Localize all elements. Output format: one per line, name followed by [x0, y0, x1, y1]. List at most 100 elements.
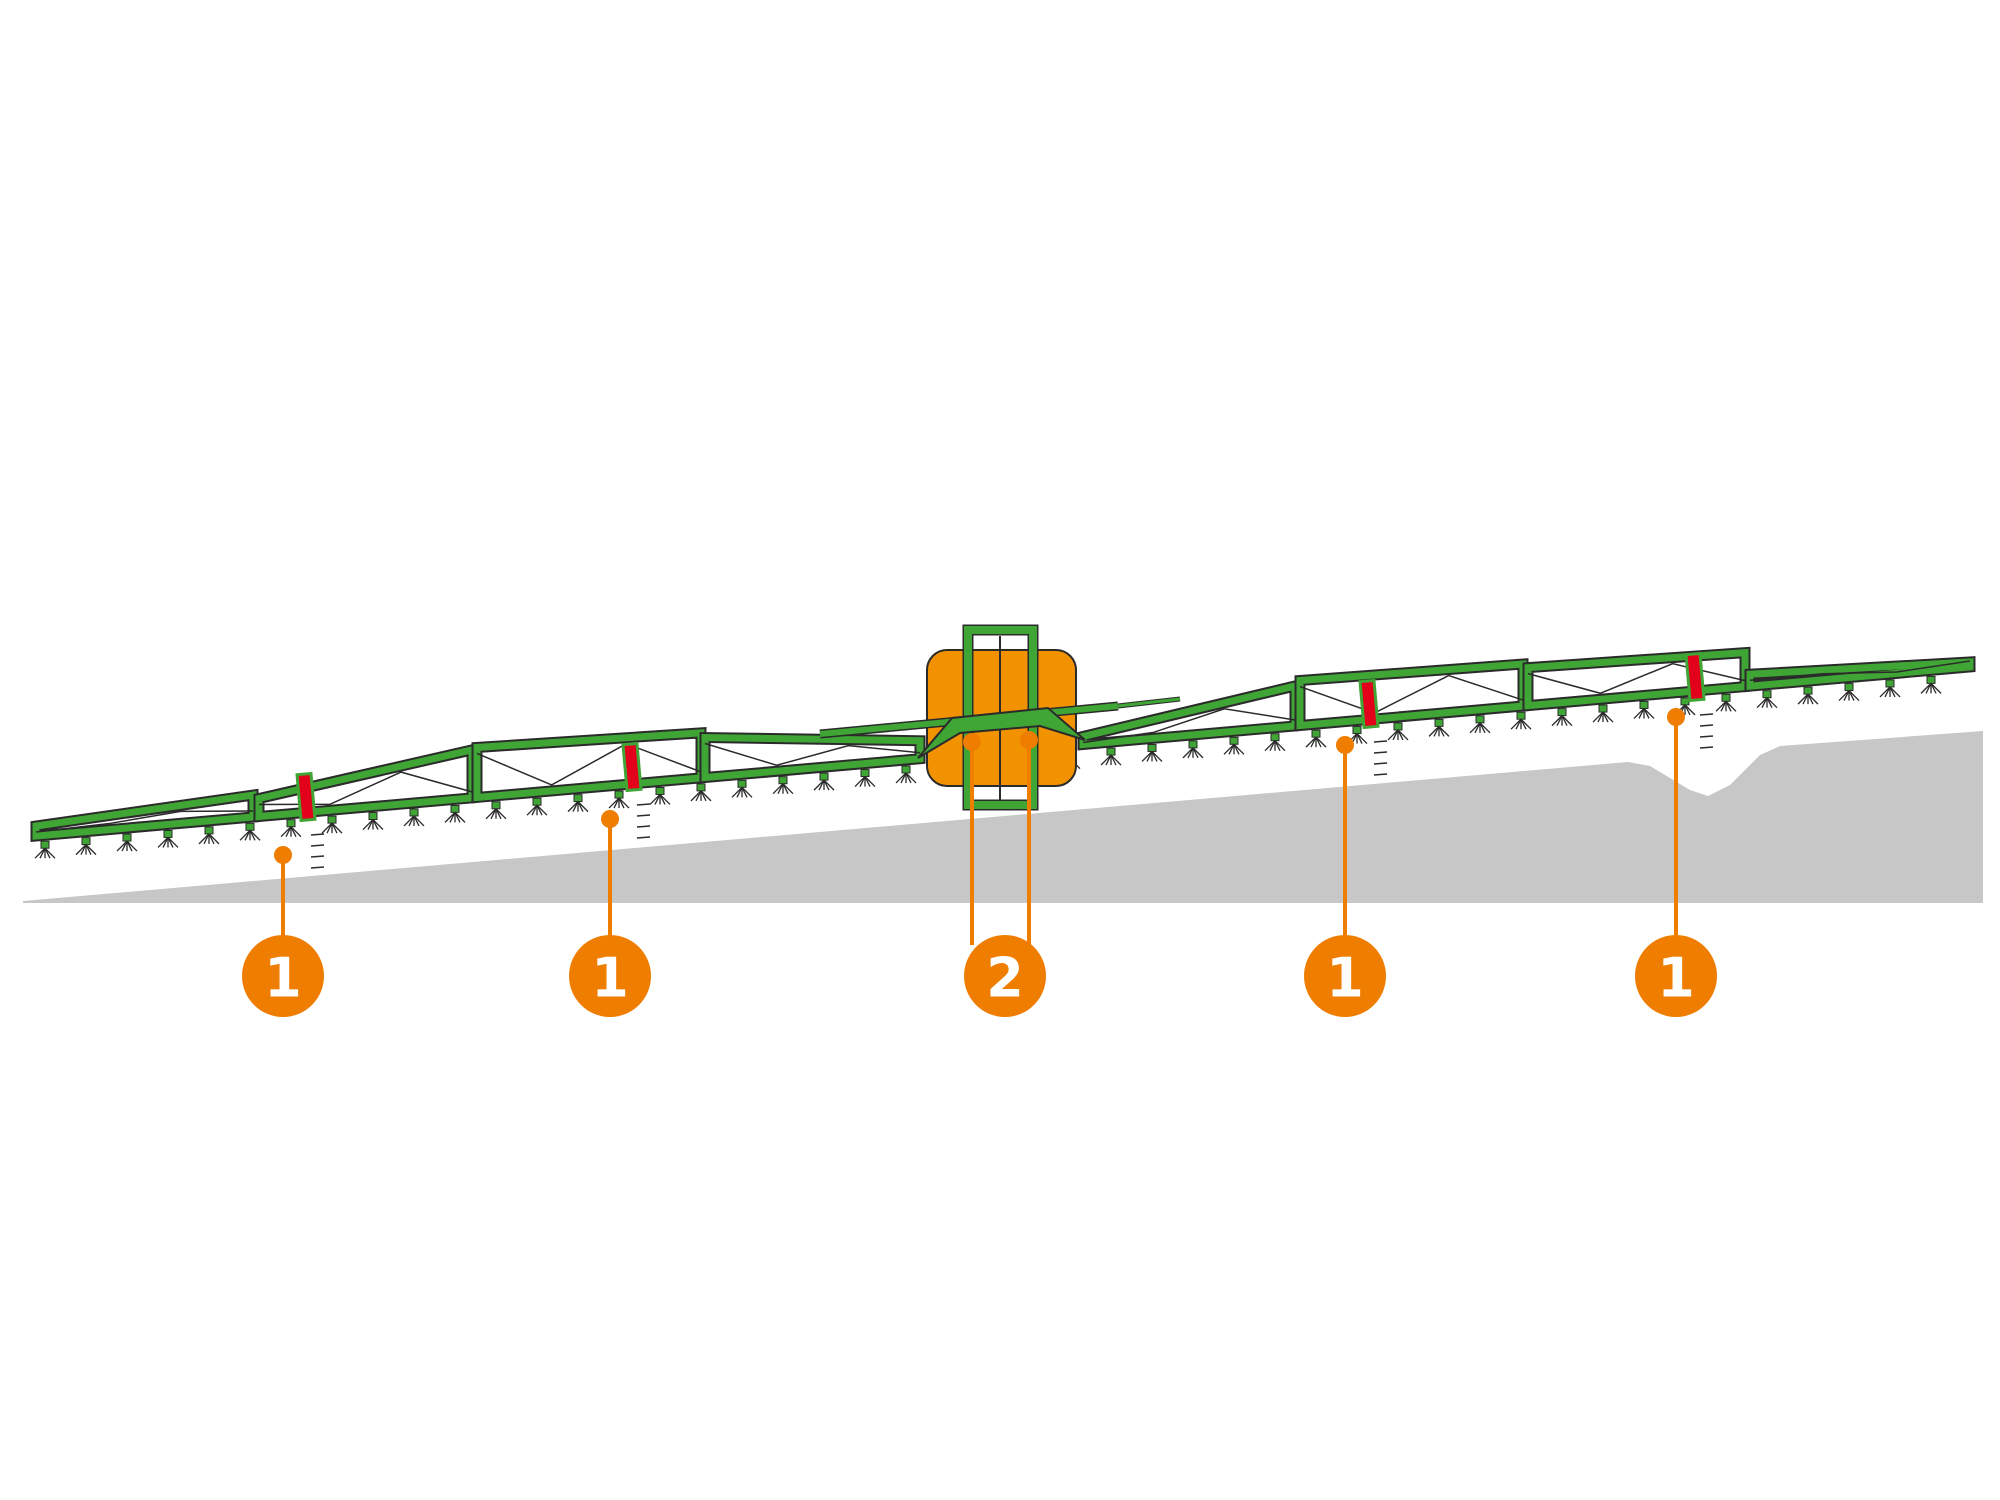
ultrasonic-wave: [1373, 740, 1388, 743]
nozzle-icon: [1879, 679, 1901, 698]
callout-1: 1: [242, 846, 324, 1017]
anchor-dot: [963, 733, 981, 751]
nozzle-icon: [1305, 729, 1327, 748]
nozzle-icon: [1223, 736, 1245, 755]
nozzle-icon: [1838, 683, 1860, 702]
boom-section: [471, 727, 707, 804]
truss-bracing: [1527, 662, 1746, 695]
nozzle-icon: [1469, 715, 1491, 734]
ultrasonic-wave: [1699, 735, 1714, 738]
truss-bracing: [258, 771, 473, 806]
nozzle-icon: [403, 808, 425, 827]
ultrasonic-wave: [310, 833, 325, 836]
sensors: [295, 651, 1714, 869]
boom-section: [253, 742, 478, 823]
nozzle-icon: [690, 783, 712, 802]
nozzle-icon: [1428, 718, 1450, 737]
nozzle-icon: [608, 790, 630, 809]
nozzle-icon: [772, 776, 794, 795]
ultrasonic-wave: [636, 814, 651, 817]
ultrasonic-wave: [310, 844, 325, 847]
ultrasonic-wave: [636, 836, 651, 839]
ultrasonic-wave: [1373, 762, 1388, 765]
nozzle-icon: [1633, 700, 1655, 719]
truss-bracing: [704, 742, 921, 767]
truss-bracing: [1082, 708, 1296, 744]
nozzle-icon: [75, 837, 97, 856]
nozzle-icon: [1510, 711, 1532, 730]
anchor-dot: [1336, 736, 1354, 754]
nozzle-icon: [895, 765, 917, 784]
nozzle-icon: [731, 779, 753, 798]
nozzle-icon: [854, 769, 876, 788]
nozzle-icon: [1141, 743, 1163, 762]
boom-section: [1522, 646, 1751, 712]
ultrasonic-wave: [1699, 724, 1714, 727]
nozzle-icon: [1387, 722, 1409, 741]
nozzle-icon: [1100, 747, 1122, 766]
nozzle-icon: [239, 822, 261, 841]
callout-number: 1: [1326, 947, 1364, 1010]
pendulum-frame: [917, 706, 1086, 759]
nozzle-icon: [526, 797, 548, 816]
ultrasonic-wave: [310, 855, 325, 858]
ultrasonic-wave: [310, 866, 325, 869]
callout-number: 1: [264, 947, 302, 1010]
nozzle-icon: [1797, 686, 1819, 705]
boom-section: [699, 731, 926, 784]
height-sensor-icon: [295, 771, 325, 869]
callout-badge: [569, 935, 651, 1017]
nozzle-icon: [280, 819, 302, 838]
nozzle-icon: [1715, 693, 1737, 712]
center-section: [819, 624, 1181, 811]
callout-badge: [1635, 935, 1717, 1017]
ultrasonic-wave: [1373, 773, 1388, 776]
callout-number: 2: [986, 947, 1024, 1010]
boom-section: [30, 788, 259, 843]
nozzle-icon: [198, 826, 220, 845]
ultrasonic-wave: [636, 825, 651, 828]
anchor-dot: [274, 846, 292, 864]
truss-bracing: [1749, 660, 1971, 681]
nozzle-icon: [1756, 690, 1778, 709]
callout-badge: [242, 935, 324, 1017]
height-sensor-icon: [1684, 651, 1714, 749]
nozzle-icon: [34, 840, 56, 859]
nozzle-icon: [1182, 740, 1204, 759]
callout-number: 1: [591, 947, 629, 1010]
nozzle-icon: [321, 815, 343, 834]
boom-section: [1294, 658, 1529, 732]
callout-4: 1: [1304, 736, 1386, 1017]
anchor-dot: [1667, 708, 1685, 726]
boom-section: [1077, 678, 1301, 751]
nozzle-icon: [116, 833, 138, 852]
nozzle-icon: [1264, 733, 1286, 752]
nozzle-icon: [485, 801, 507, 820]
nozzle-icon: [1592, 704, 1614, 723]
ultrasonic-wave: [636, 803, 651, 806]
ultrasonic-wave: [1699, 746, 1714, 749]
height-sensor-icon: [1358, 678, 1388, 776]
truss-bracing: [35, 810, 254, 833]
callout-number: 1: [1657, 947, 1695, 1010]
ground-slope: [23, 731, 1983, 903]
callouts: 1 1 2 1 1: [242, 708, 1717, 1017]
nozzle-icon: [813, 772, 835, 791]
truss-bracing: [476, 742, 702, 786]
height-sensor-icon: [621, 741, 651, 839]
callout-3: 2: [963, 731, 1046, 1017]
nozzle-icon: [567, 794, 589, 813]
callout-5: 1: [1635, 708, 1717, 1017]
truss-bracing: [1299, 674, 1524, 714]
nozzle-icon: [444, 804, 466, 823]
nozzle-icon: [362, 812, 384, 831]
ultrasonic-wave: [1373, 751, 1388, 754]
anchor-dot: [1020, 731, 1038, 749]
nozzle-icon: [1920, 675, 1942, 694]
ultrasonic-wave: [1699, 713, 1714, 716]
nozzle-icon: [157, 829, 179, 848]
nozzle-icon: [649, 786, 671, 805]
anchor-dot: [601, 810, 619, 828]
